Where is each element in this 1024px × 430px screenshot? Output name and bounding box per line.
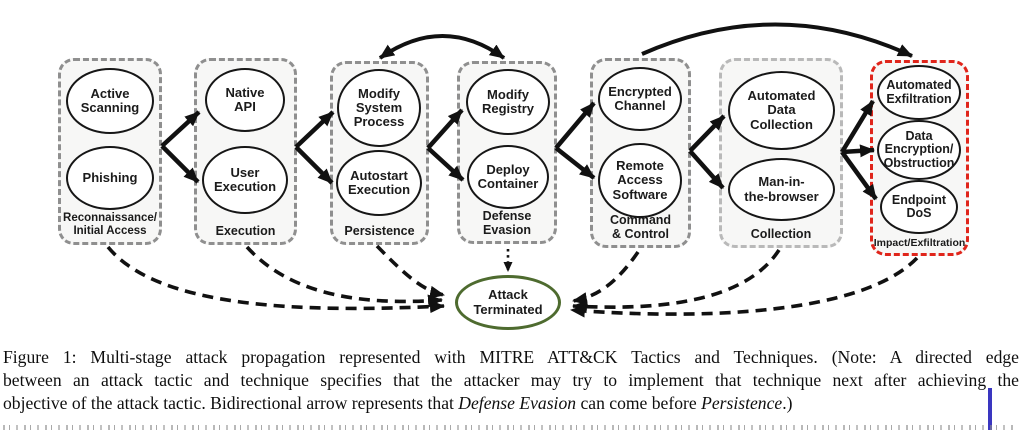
technique-ellipse-modify-system-process: Modify System Process [337, 69, 421, 147]
technique-ellipse-data-encryption-obstruction: Data Encryption/ Obstruction [877, 120, 961, 180]
technique-ellipse-endpoint-dos: Endpoint DoS [880, 180, 958, 234]
technique-ellipse-active-scanning: Active Scanning [66, 68, 154, 134]
technique-ellipse-encrypted-channel: Encrypted Channel [598, 67, 682, 131]
caption-italic-persistence: Persistence [701, 393, 783, 414]
caption-italic-defense-evasion: Defense Evasion [458, 393, 577, 414]
stage-label: Command & Control [609, 213, 672, 241]
caption-text: .) [782, 393, 793, 414]
caption-text: can come before [576, 393, 702, 414]
technique-ellipse-phishing: Phishing [66, 146, 154, 210]
caret-bar [988, 388, 992, 430]
technique-ellipse-remote-access-software: Remote Access Software [598, 143, 682, 218]
arrow-cc-to-terminated [572, 250, 640, 305]
technique-ellipse-user-execution: User Execution [202, 146, 288, 214]
arrow-recon-to-terminated [106, 245, 445, 314]
stage-label: Execution [215, 224, 276, 238]
arrow-execution-to-terminated [245, 245, 443, 308]
arrow-recon-to-user-execution [160, 144, 200, 184]
technique-ellipse-modify-registry: Modify Registry [466, 69, 550, 135]
arrow-defense-evasion-to-remote-access [554, 146, 596, 180]
technique-ellipse-automated-exfiltration: Automated Exfiltration [877, 65, 961, 120]
arrow-collection-to-automated-exfiltration [840, 99, 875, 154]
caption-text: objective of the attack tactic. Bidirect… [3, 393, 459, 414]
caption-line-3: objective of the attack tactic. Bidirect… [3, 392, 1019, 415]
figure-caption: Figure 1: Multi-stage attack propagation… [3, 346, 1019, 416]
stage-label: Impact/Exfiltration [873, 237, 966, 250]
cropped-text-hint [3, 425, 1015, 430]
technique-ellipse-automated-data-collection: Automated Data Collection [728, 71, 835, 150]
technique-ellipse-man-in-the-browser: Man-in- the-browser [728, 158, 835, 221]
technique-ellipse-native-api: Native API [205, 68, 285, 132]
stage-label: Reconnaissance/ Initial Access [63, 212, 157, 238]
arrow-impact-to-terminated [570, 256, 919, 318]
stage-label: Defense Evasion [482, 209, 532, 237]
arrow-execution-to-modify-system-process [294, 110, 335, 149]
caption-line-2: between an attack tactic and technique s… [3, 370, 1019, 391]
arrow-persistence-to-terminated [375, 244, 445, 299]
arrow-cc-to-impact-skip [641, 22, 913, 58]
caption-line-1: Figure 1: Multi-stage attack propagation… [3, 347, 1019, 367]
arrow-defense-evasion-to-encrypted-channel [554, 101, 596, 150]
arrow-collection-to-terminated [572, 249, 781, 314]
arrow-execution-to-autostart-execution [294, 145, 334, 185]
stage-label: Collection [750, 227, 812, 241]
technique-ellipse-deploy-container: Deploy Container [467, 145, 549, 209]
attack-terminated-node: Attack Terminated [455, 275, 561, 330]
technique-ellipse-autostart-execution: Autostart Execution [336, 150, 422, 216]
stage-label: Persistence [344, 224, 415, 238]
arrow-bidirectional-persistence-defense-evasion [378, 34, 506, 60]
